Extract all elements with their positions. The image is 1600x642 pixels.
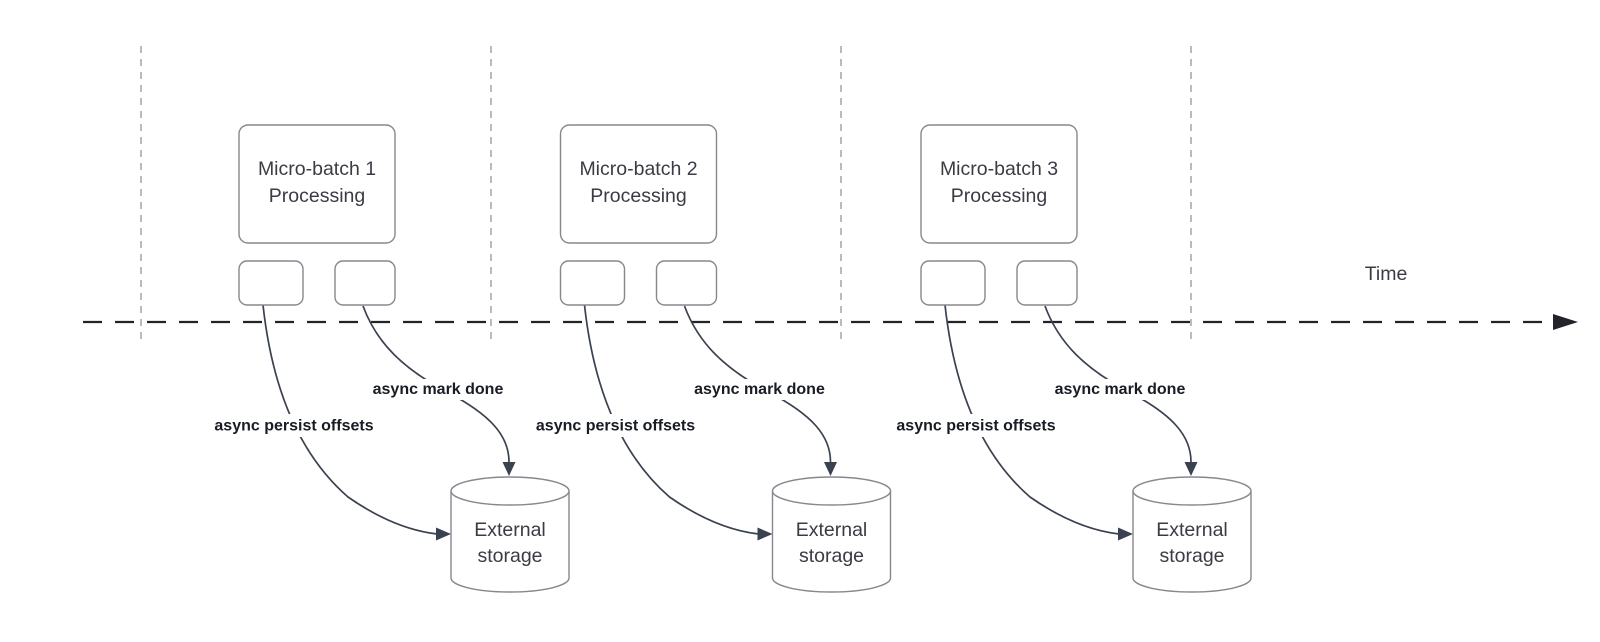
time-axis-arrowhead-icon: [1553, 314, 1578, 330]
micro-batch-box: [920, 124, 1078, 244]
mark-done-label-mask: [688, 379, 831, 400]
external-storage-cylinder: [771, 491, 892, 593]
micro-batch-box-label-line1: Micro-batch 3: [940, 158, 1058, 180]
external-storage-cylinder-top: [1132, 476, 1252, 506]
external-storage-cylinder-top: [771, 476, 892, 506]
external-storage-cylinder: [1132, 491, 1252, 593]
persist-offsets-label: async persist offsets: [536, 418, 695, 435]
mark-done-label-mask: [367, 379, 509, 400]
external-storage-label-line2: storage: [477, 545, 542, 567]
micro-batch-box: [559, 124, 718, 244]
mark-done-label: async mark done: [1055, 381, 1186, 398]
persist-offsets-arrowhead-icon: [1118, 527, 1133, 541]
persist-offsets-task-box: [920, 260, 986, 306]
external-storage-label-line2: storage: [799, 545, 864, 567]
micro-batch-box-label-line2: Processing: [269, 185, 365, 207]
persist-offsets-arrow: [583, 304, 759, 535]
external-storage-cylinder: [450, 491, 570, 593]
persist-offsets-label: async persist offsets: [214, 418, 373, 435]
persist-offsets-arrow: [262, 304, 438, 535]
persist-offsets-arrowhead-icon: [436, 527, 451, 541]
persist-offsets-arrowhead-icon: [757, 527, 773, 541]
persist-offsets-arrow: [944, 304, 1120, 535]
external-storage-label-line1: External: [1156, 519, 1228, 541]
time-axis-label: Time: [1365, 263, 1408, 285]
external-storage-label-line2: storage: [1159, 545, 1224, 567]
persist-offsets-task-box: [559, 260, 626, 306]
external-storage-cylinder-top: [450, 476, 570, 506]
persist-offsets-label-mask: [206, 414, 382, 437]
mark-done-arrowhead-icon: [824, 462, 837, 476]
micro-batch-group-3: Micro-batch 3 Processing async persist o…: [888, 124, 1252, 593]
micro-batch-box-label-line2: Processing: [590, 185, 686, 207]
external-storage-label-line1: External: [474, 519, 546, 541]
micro-batch-box: [238, 124, 396, 244]
mark-done-arrowhead-icon: [1184, 462, 1198, 476]
micro-batch-box-label-line1: Micro-batch 2: [579, 158, 697, 180]
persist-offsets-label-mask: [527, 414, 704, 437]
mark-done-task-box: [334, 260, 396, 306]
mark-done-label: async mark done: [373, 381, 504, 398]
micro-batch-group-2: Micro-batch 2 Processing async persist o…: [527, 124, 892, 593]
mark-done-task-box: [655, 260, 718, 306]
persist-offsets-label-mask: [888, 414, 1064, 437]
mark-done-task-box: [1016, 260, 1078, 306]
micro-batch-box-label-line1: Micro-batch 1: [258, 158, 376, 180]
persist-offsets-task-box: [238, 260, 304, 306]
micro-batch-group-1: Micro-batch 1 Processing async persist o…: [206, 124, 570, 593]
persist-offsets-label: async persist offsets: [896, 418, 1055, 435]
external-storage-label-line1: External: [796, 519, 868, 541]
mark-done-arrowhead-icon: [502, 462, 516, 476]
mark-done-label: async mark done: [694, 381, 825, 398]
micro-batch-box-label-line2: Processing: [951, 185, 1047, 207]
mark-done-label-mask: [1049, 379, 1191, 400]
